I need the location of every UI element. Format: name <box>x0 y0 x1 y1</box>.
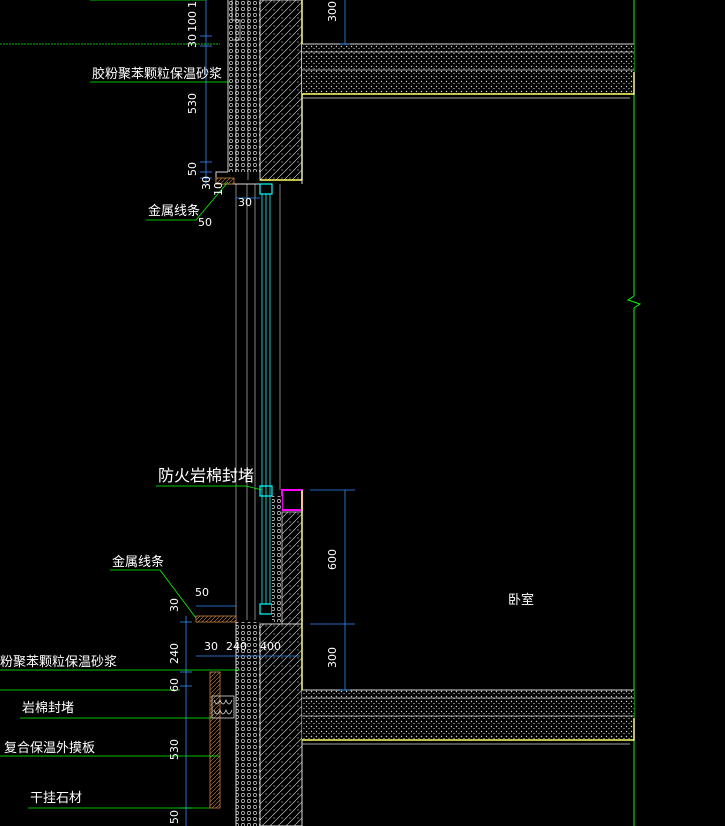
dim-top-30: 30 <box>186 34 199 48</box>
dim-top-30b: 30 <box>200 176 213 190</box>
dim-top-530: 530 <box>186 93 199 114</box>
dim-bottom-v-30: 30 <box>168 598 181 612</box>
label-mortar-bottom: 粉聚苯颗粒保温砂浆 <box>0 655 117 670</box>
upper-wall <box>215 0 303 185</box>
label-room: 卧室 <box>508 592 534 608</box>
dim-bottom-h-400: 400 <box>260 640 281 653</box>
label-dry-stone: 干挂石材 <box>30 791 82 806</box>
dim-mid-600: 600 <box>326 549 339 570</box>
dim-bottom-h-30: 30 <box>204 640 218 653</box>
lower-slab <box>301 624 635 826</box>
dim-bottom-v-240: 240 <box>168 643 181 664</box>
dim-mid-300: 300 <box>326 647 339 668</box>
label-metal-strip-bottom: 金属线条 <box>112 554 164 570</box>
dim-top-h-50: 50 <box>198 216 212 229</box>
dim-top-10: 10 <box>212 182 225 196</box>
dimension-lines <box>180 0 355 826</box>
window-frame <box>235 183 281 620</box>
label-composite-board: 复合保温外摸板 <box>4 741 95 756</box>
fire-seal-block <box>281 489 303 511</box>
dim-bottom-v-50: 50 <box>168 810 181 824</box>
dim-top-right-300: 300 <box>326 1 339 22</box>
dim-top-h-30: 30 <box>238 196 252 209</box>
dim-bottom-v-60: 60 <box>168 678 181 692</box>
dim-bottom-h-50: 50 <box>195 586 209 599</box>
dim-top-50: 50 <box>186 162 199 176</box>
label-fire-seal: 防火岩棉封堵 <box>158 466 254 485</box>
upper-slab <box>301 43 635 184</box>
dim-bottom-v-530: 530 <box>168 739 181 760</box>
dim-bottom-h-240: 240 <box>226 640 247 653</box>
dim-top-15: 15 <box>186 0 199 8</box>
label-mortar-top: 胶粉聚苯颗粒保温砂浆 <box>92 66 222 82</box>
dim-top-100: 100 <box>186 11 199 32</box>
leader-lines <box>0 0 263 809</box>
label-metal-strip-top: 金属线条 <box>148 203 200 219</box>
label-rockwool-seal: 岩棉封堵 <box>22 701 74 716</box>
